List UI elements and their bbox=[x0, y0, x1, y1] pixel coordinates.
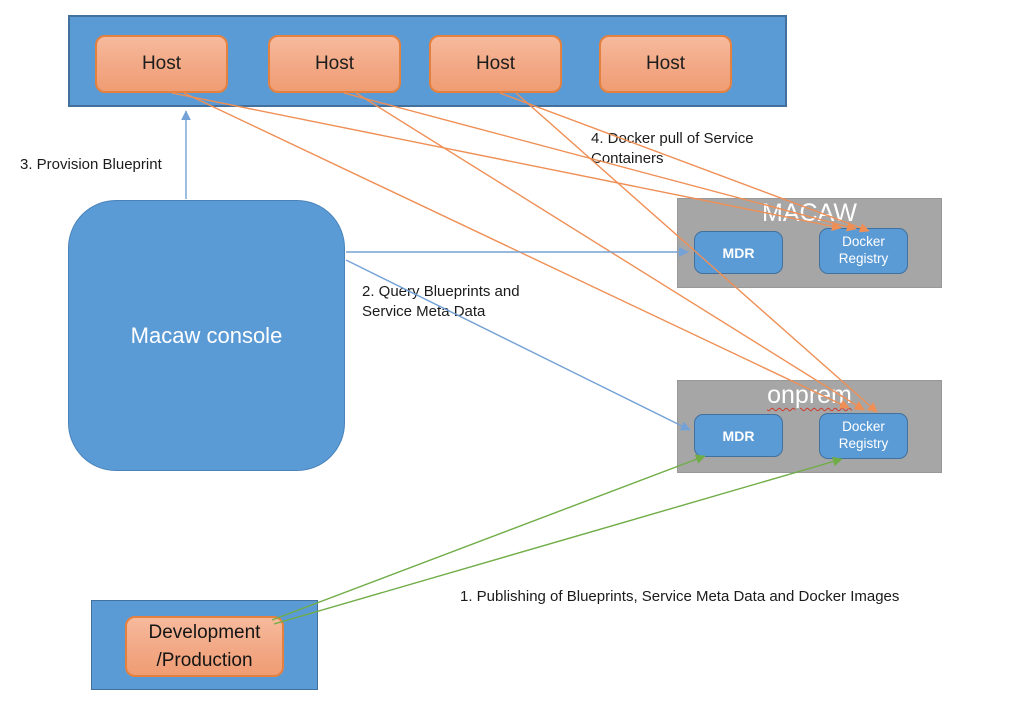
onprem-mdr-box: MDR bbox=[694, 414, 783, 457]
host-label: Host bbox=[141, 53, 182, 74]
step4-docker-pull-label: 4. Docker pull of Service Containers bbox=[591, 130, 754, 167]
host-label: Host bbox=[475, 53, 516, 74]
macaw-docker-registry-box: Docker Registry bbox=[819, 228, 908, 274]
dev-prod-box: Development /Production bbox=[125, 616, 284, 677]
host-cluster-bar: Host Host Host Host bbox=[68, 15, 787, 107]
macaw-mdr-label: MDR bbox=[722, 244, 755, 261]
onprem-mdr-label: MDR bbox=[722, 427, 755, 444]
step2-query-blueprints-label: 2. Query Blueprints and Service Meta Dat… bbox=[362, 283, 520, 320]
host-box: Host bbox=[95, 35, 228, 93]
host-box: Host bbox=[268, 35, 401, 93]
macaw-cloud-group: MACAW MDR Docker Registry bbox=[677, 198, 942, 288]
onprem-title-text: onprem bbox=[767, 381, 852, 409]
macaw-cloud-title: MACAW bbox=[762, 199, 857, 227]
dev-prod-label-line2: /Production bbox=[156, 649, 253, 671]
step3-provision-blueprint-label: 3. Provision Blueprint bbox=[20, 156, 162, 173]
onprem-title: onprem bbox=[678, 381, 941, 410]
macaw-docker-registry-label: Docker Registry bbox=[838, 234, 889, 266]
host-box: Host bbox=[429, 35, 562, 93]
dev-prod-outer-box: Development /Production bbox=[91, 600, 318, 690]
macaw-mdr-box: MDR bbox=[694, 231, 783, 274]
step1-publishing-label: 1. Publishing of Blueprints, Service Met… bbox=[460, 588, 900, 605]
host-box: Host bbox=[599, 35, 732, 93]
host-label: Host bbox=[314, 53, 355, 74]
macaw-console-label: Macaw console bbox=[130, 322, 283, 348]
onprem-docker-registry-box: Docker Registry bbox=[819, 413, 908, 459]
onprem-docker-registry-label: Docker Registry bbox=[838, 419, 889, 451]
macaw-console-box: Macaw console bbox=[68, 200, 345, 471]
dev-prod-label-line1: Development bbox=[148, 621, 261, 643]
host-label: Host bbox=[645, 53, 686, 74]
onprem-group: onprem MDR Docker Registry bbox=[677, 380, 942, 473]
